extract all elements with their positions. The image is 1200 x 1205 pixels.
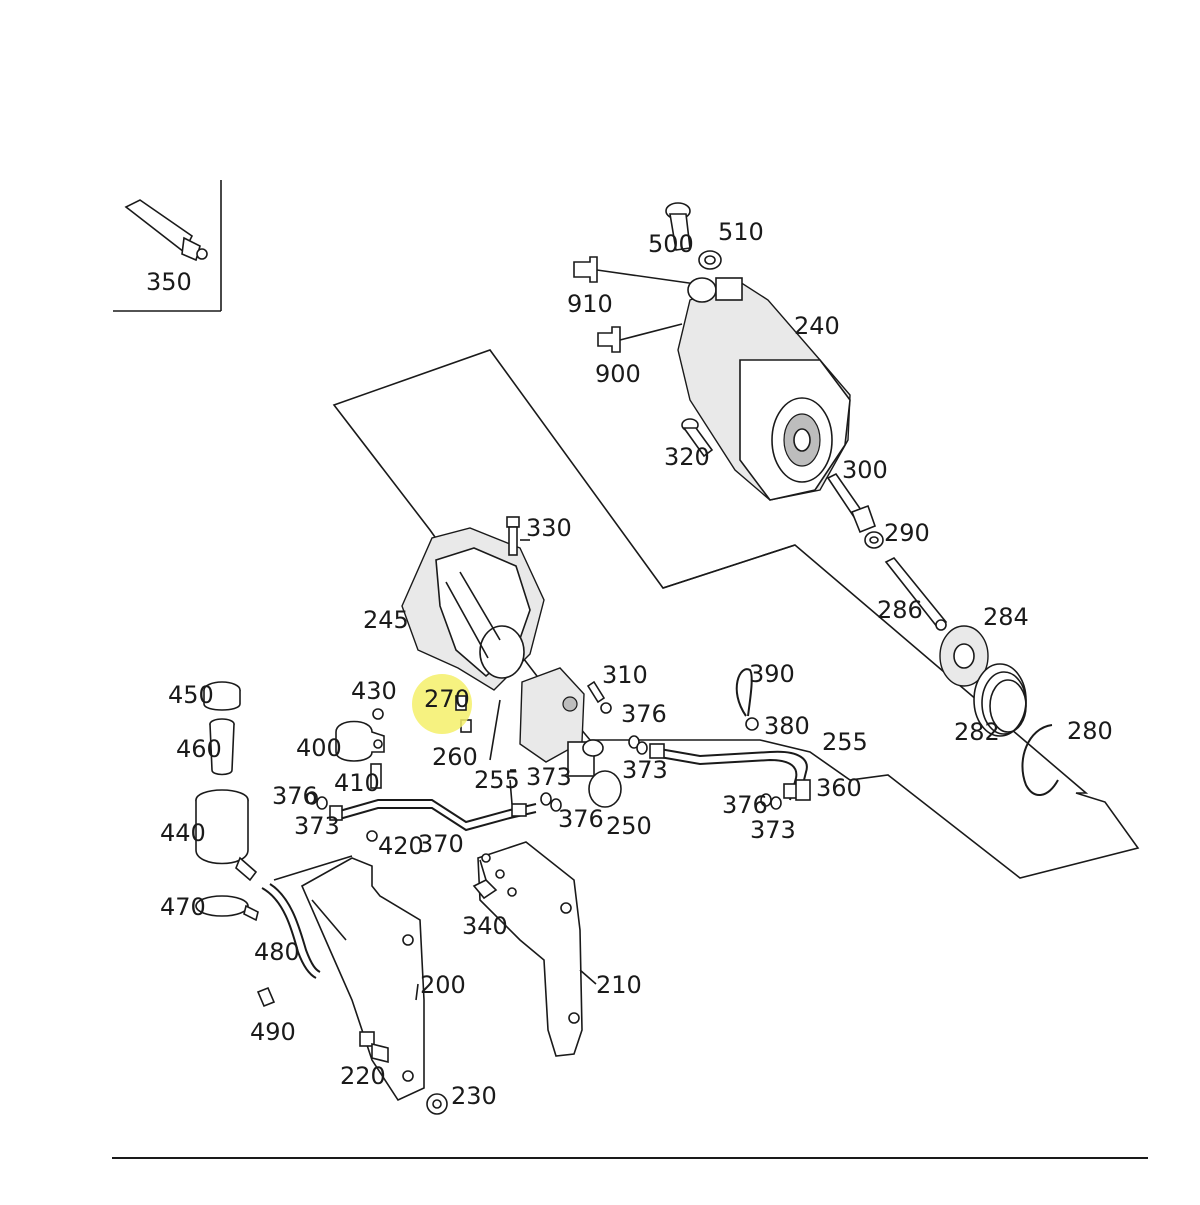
bolt-500-part[interactable] xyxy=(665,202,691,251)
callout-373-d: 373 xyxy=(750,816,796,844)
callout-390: 390 xyxy=(749,660,795,688)
callout-500: 500 xyxy=(648,230,694,258)
o-ring-373-upper[interactable] xyxy=(628,735,648,755)
callout-376-a: 376 xyxy=(621,700,667,728)
nut-420-part[interactable] xyxy=(366,830,378,842)
callout-470: 470 xyxy=(160,893,206,921)
strainer-460-part[interactable] xyxy=(209,718,235,776)
o-ring-373-left[interactable] xyxy=(306,791,328,810)
clamp-400-part[interactable] xyxy=(335,720,385,762)
callout-373-c: 373 xyxy=(294,812,340,840)
cap-450-part[interactable] xyxy=(203,681,241,711)
callout-282: 282 xyxy=(954,718,1000,746)
nut-380-part[interactable] xyxy=(745,717,759,731)
clip-490-part[interactable] xyxy=(256,986,276,1008)
callout-376-c: 376 xyxy=(722,791,768,819)
tube-350-part[interactable] xyxy=(124,199,208,262)
callout-380: 380 xyxy=(764,712,810,740)
callout-270: 270 xyxy=(424,685,470,713)
callout-284: 284 xyxy=(983,603,1029,631)
callout-430: 430 xyxy=(351,677,397,705)
callout-220: 220 xyxy=(340,1062,386,1090)
connector-900-part[interactable] xyxy=(597,323,683,353)
o-ring-373-mid[interactable] xyxy=(540,792,562,812)
callout-320: 320 xyxy=(664,443,710,471)
bracket-200-part[interactable] xyxy=(273,855,425,1102)
callout-410: 410 xyxy=(334,769,380,797)
hose-370-part[interactable] xyxy=(329,799,537,832)
seal-290-part[interactable] xyxy=(864,531,884,549)
callout-300: 300 xyxy=(842,456,888,484)
nut-230-part[interactable] xyxy=(426,1093,448,1115)
housing-245-part[interactable] xyxy=(401,527,545,691)
callout-400: 400 xyxy=(296,734,342,762)
bolt-330-part[interactable] xyxy=(506,516,520,556)
nut-340-part[interactable] xyxy=(472,879,498,900)
callout-900: 900 xyxy=(595,360,641,388)
callout-510: 510 xyxy=(718,218,764,246)
callout-340: 340 xyxy=(462,912,508,940)
washer-510-part[interactable] xyxy=(698,250,722,270)
inset-frame xyxy=(113,180,222,312)
fitting-360-part[interactable] xyxy=(795,779,811,801)
callout-260: 260 xyxy=(432,743,478,771)
rod-300-part[interactable] xyxy=(826,472,877,534)
o-ring-376-upper[interactable] xyxy=(600,702,612,714)
callout-450: 450 xyxy=(168,681,214,709)
bolt-320-part[interactable] xyxy=(681,418,714,458)
callout-370: 370 xyxy=(418,830,464,858)
circlip-280-part[interactable] xyxy=(1021,724,1059,796)
clamp-470-part[interactable] xyxy=(195,895,259,922)
o-ring-376-right[interactable] xyxy=(760,793,782,810)
screw-410-part[interactable] xyxy=(370,763,382,789)
hose-480-part[interactable] xyxy=(261,883,321,979)
spring-282-part[interactable] xyxy=(973,663,1027,737)
callout-440: 440 xyxy=(160,819,206,847)
callout-240: 240 xyxy=(794,312,840,340)
callout-360: 360 xyxy=(816,774,862,802)
callout-290: 290 xyxy=(884,519,930,547)
nut-430-part[interactable] xyxy=(372,708,384,720)
leader-lines xyxy=(415,539,597,1001)
callout-376-d: 376 xyxy=(558,805,604,833)
pin-286-part[interactable] xyxy=(884,556,948,631)
bolt-220-part[interactable] xyxy=(359,1031,389,1064)
connector-910-part[interactable] xyxy=(573,256,697,285)
bracket-210-part[interactable] xyxy=(477,841,583,1057)
bleed-screw-310-part[interactable] xyxy=(586,680,606,704)
callout-245: 245 xyxy=(363,606,409,634)
callout-350: 350 xyxy=(146,268,192,296)
callout-373-a: 373 xyxy=(526,763,572,791)
callout-280: 280 xyxy=(1067,717,1113,745)
callout-910: 910 xyxy=(567,290,613,318)
callout-310: 310 xyxy=(602,661,648,689)
callout-255-upper: 255 xyxy=(822,728,868,756)
valve-250-part[interactable] xyxy=(519,667,622,808)
hose-255-upper-part[interactable] xyxy=(649,743,808,801)
cable-tie-390-part[interactable] xyxy=(735,668,753,717)
callout-labels: 350 500 510 910 900 240 320 300 290 330 … xyxy=(146,218,1113,1110)
callout-330: 330 xyxy=(526,514,572,542)
callout-373-b: 373 xyxy=(622,756,668,784)
callout-255-lower: 255 xyxy=(474,766,520,794)
callout-460: 460 xyxy=(176,735,222,763)
group-outline-right xyxy=(662,544,796,589)
callout-210: 210 xyxy=(596,971,642,999)
fitting-270-part[interactable] xyxy=(455,695,467,711)
callout-480: 480 xyxy=(254,938,300,966)
actuator-240-part[interactable] xyxy=(677,277,851,501)
highlight-270-marker xyxy=(412,674,472,734)
callout-230: 230 xyxy=(451,1082,497,1110)
callout-200: 200 xyxy=(420,971,466,999)
callout-376-b: 376 xyxy=(272,782,318,810)
reservoir-440-part[interactable] xyxy=(195,789,258,882)
callout-250: 250 xyxy=(606,812,652,840)
callout-286: 286 xyxy=(877,596,923,624)
callout-490: 490 xyxy=(250,1018,296,1046)
callout-420: 420 xyxy=(378,832,424,860)
diaphragm-284-part[interactable] xyxy=(939,625,989,687)
